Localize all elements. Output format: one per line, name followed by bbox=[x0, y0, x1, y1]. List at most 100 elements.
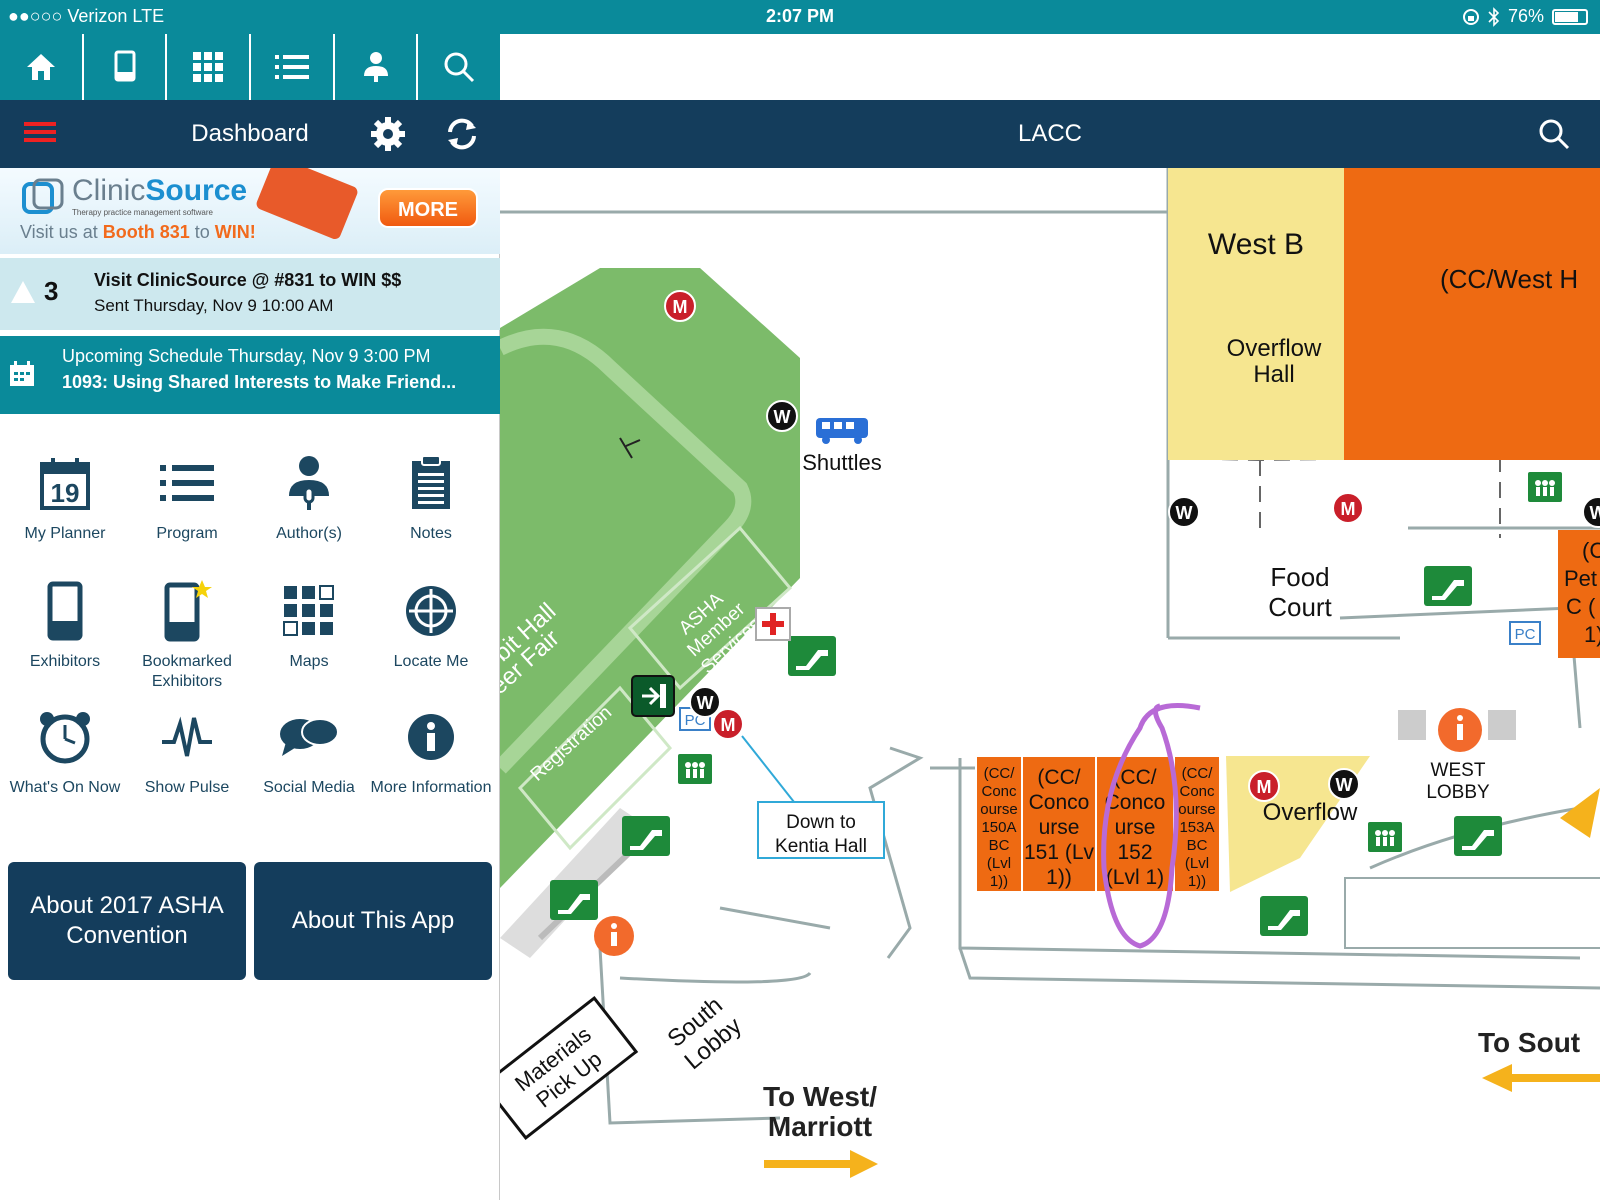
gear-icon[interactable] bbox=[370, 116, 406, 152]
room-151-label: 1)) bbox=[1046, 866, 1072, 889]
tile-show-pulse[interactable]: Show Pulse bbox=[126, 702, 248, 798]
chat-bubbles-icon bbox=[280, 718, 339, 756]
first-aid-icon bbox=[755, 607, 791, 641]
kentia-label: Down to bbox=[786, 812, 856, 833]
crosshair-target-icon bbox=[406, 586, 456, 636]
nav-program[interactable] bbox=[251, 34, 335, 100]
sponsor-banner[interactable]: ClinicSource Therapy practice management… bbox=[0, 168, 500, 254]
banner-subtitle: Therapy practice management software bbox=[72, 208, 213, 217]
gift-card-graphic bbox=[254, 168, 360, 241]
room-150a-label: BC bbox=[989, 837, 1010, 854]
tile-maps[interactable]: Maps bbox=[248, 576, 370, 672]
status-bar: ●●○○○ Verizon LTE 2:07 PM 76% bbox=[0, 0, 1600, 34]
room-150a-label: 150A bbox=[981, 819, 1016, 836]
tile-notes[interactable]: Notes bbox=[370, 448, 492, 544]
map-header: LACC bbox=[500, 100, 1600, 168]
info-icon bbox=[408, 714, 454, 760]
materials-pickup-box: Materials Pick Up bbox=[500, 996, 639, 1140]
to-west-label: To West/ bbox=[763, 1081, 877, 1112]
elevator-icon bbox=[678, 754, 712, 784]
tile-locate-me[interactable]: Locate Me bbox=[370, 576, 492, 672]
room-152-label: (CC/ bbox=[1113, 766, 1156, 789]
womens-restroom-marker: W bbox=[689, 686, 721, 718]
pet-label-3: C ( bbox=[1566, 594, 1596, 619]
upcoming-schedule[interactable]: Upcoming Schedule Thursday, Nov 9 3:00 P… bbox=[0, 336, 500, 414]
escalator-icon bbox=[1260, 896, 1308, 936]
tile-label: Social Media bbox=[263, 779, 355, 796]
nav-exhibitors[interactable] bbox=[84, 34, 168, 100]
tile-label: More Information bbox=[370, 779, 492, 796]
escalator-icon bbox=[550, 880, 598, 920]
room-153a-label: Conc bbox=[1179, 783, 1215, 800]
arrow-right-icon bbox=[764, 1150, 878, 1178]
about-convention-button[interactable]: About 2017 ASHA Convention bbox=[8, 862, 246, 980]
alert-notification[interactable]: 3 Visit ClinicSource @ #831 to WIN $$ Se… bbox=[0, 258, 500, 330]
warning-icon bbox=[11, 281, 35, 303]
refresh-icon[interactable] bbox=[444, 116, 480, 152]
tile-label: Program bbox=[156, 525, 218, 542]
dashboard-header: Dashboard bbox=[0, 100, 500, 168]
booth-icon bbox=[114, 50, 135, 82]
marker-label: W bbox=[1336, 775, 1353, 795]
banner-more-button[interactable]: MORE bbox=[378, 188, 478, 228]
west-lobby-label: WEST bbox=[1431, 760, 1486, 781]
escalator-icon bbox=[1454, 816, 1502, 856]
room-151-label: Conco bbox=[1029, 791, 1090, 814]
rotation-lock-icon bbox=[1462, 8, 1479, 25]
tile-my-planner[interactable]: 19 My Planner bbox=[4, 448, 126, 544]
marker-label: W bbox=[1590, 503, 1600, 523]
womens-restroom-marker: W bbox=[1168, 496, 1200, 528]
overflow-label: Overflow bbox=[1263, 799, 1358, 826]
escalator-icon bbox=[622, 816, 670, 856]
room-152-label: urse bbox=[1115, 816, 1156, 839]
tile-label: Bookmarked Exhibitors bbox=[142, 653, 232, 690]
tile-whats-on-now[interactable]: What's On Now bbox=[4, 702, 126, 798]
room-152-label: 152 bbox=[1117, 841, 1152, 864]
womens-restroom-marker: W bbox=[1328, 768, 1360, 800]
room-150a-label: (Lvl bbox=[987, 855, 1011, 872]
battery-icon bbox=[1552, 8, 1588, 25]
tile-authors[interactable]: Author(s) bbox=[248, 448, 370, 544]
tile-label: Notes bbox=[410, 525, 452, 542]
concourse-rooms bbox=[975, 755, 1221, 893]
alarm-clock-icon bbox=[40, 712, 90, 764]
nav-speakers[interactable] bbox=[335, 34, 419, 100]
hamburger-menu-icon[interactable] bbox=[24, 122, 56, 146]
tile-more-information[interactable]: More Information bbox=[370, 702, 492, 798]
arrow-left-icon bbox=[1482, 1064, 1600, 1092]
clinicsource-logo-icon bbox=[22, 178, 64, 214]
alert-count: 3 bbox=[44, 276, 59, 306]
pc-badge-label: PC bbox=[1515, 626, 1536, 643]
marker-label: M bbox=[673, 297, 688, 317]
marriott-label: Marriott bbox=[768, 1111, 872, 1142]
pet-label-4: 1) bbox=[1584, 622, 1600, 647]
grid-icon bbox=[193, 52, 224, 82]
kentia-callout bbox=[757, 801, 885, 859]
pulse-icon bbox=[162, 716, 212, 757]
room-151-label: 151 (Lv bbox=[1024, 841, 1095, 864]
nav-home[interactable] bbox=[0, 34, 84, 100]
banner-logo: ClinicSource bbox=[72, 174, 248, 207]
tile-exhibitors[interactable]: Exhibitors bbox=[4, 576, 126, 672]
tile-program[interactable]: Program bbox=[126, 448, 248, 544]
about-app-button[interactable]: About This App bbox=[254, 862, 492, 980]
map-search-icon[interactable] bbox=[1538, 118, 1570, 150]
tile-label: Show Pulse bbox=[144, 779, 230, 796]
dashboard-panel: Dashboard ClinicSource Therapy practice … bbox=[0, 0, 500, 1200]
alert-title: Visit ClinicSource @ #831 to WIN $$ bbox=[94, 270, 402, 290]
venue-map[interactable]: bit Hall eer Fair ASHA Member Services R… bbox=[500, 168, 1600, 1200]
tile-bookmarked-exhibitors[interactable]: Bookmarked Exhibitors bbox=[126, 576, 248, 692]
room-153a-label: (Lvl bbox=[1185, 855, 1209, 872]
banner-tagline: Visit us at Booth 831 to WIN! bbox=[20, 222, 256, 242]
room-153a-label: 1)) bbox=[1188, 873, 1206, 890]
nav-maps[interactable] bbox=[167, 34, 252, 100]
nav-search[interactable] bbox=[418, 34, 500, 100]
room-153a-label: BC bbox=[1187, 837, 1208, 854]
tile-label: Maps bbox=[289, 653, 329, 670]
tile-social-media[interactable]: Social Media bbox=[248, 702, 370, 798]
pet-label-2: Pet bbox=[1564, 566, 1597, 591]
overflow-hall-label: Overflow bbox=[1227, 335, 1322, 362]
schedule-heading: Upcoming Schedule Thursday, Nov 9 3:00 P… bbox=[62, 346, 431, 366]
overflow-hall-label-2: Hall bbox=[1253, 361, 1294, 388]
elevator-icon bbox=[1528, 472, 1562, 502]
